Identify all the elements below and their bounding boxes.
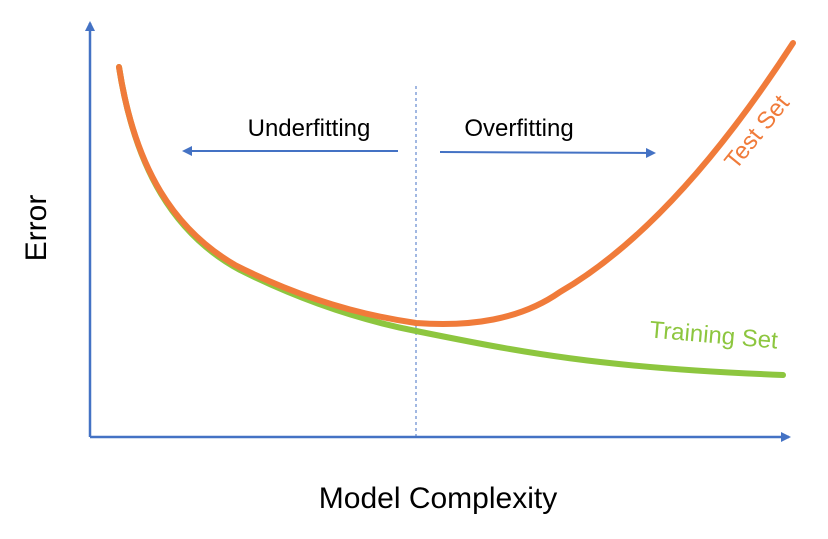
y-axis-label: Error	[20, 195, 53, 262]
training-set-label: Training Set	[648, 316, 779, 354]
test-set-curve	[116, 40, 796, 328]
x-axis-label: Model Complexity	[319, 482, 557, 515]
underfitting-label: Underfitting	[248, 115, 371, 142]
overfitting-arrow	[439, 147, 656, 158]
overfitting-label: Overfitting	[464, 115, 573, 142]
